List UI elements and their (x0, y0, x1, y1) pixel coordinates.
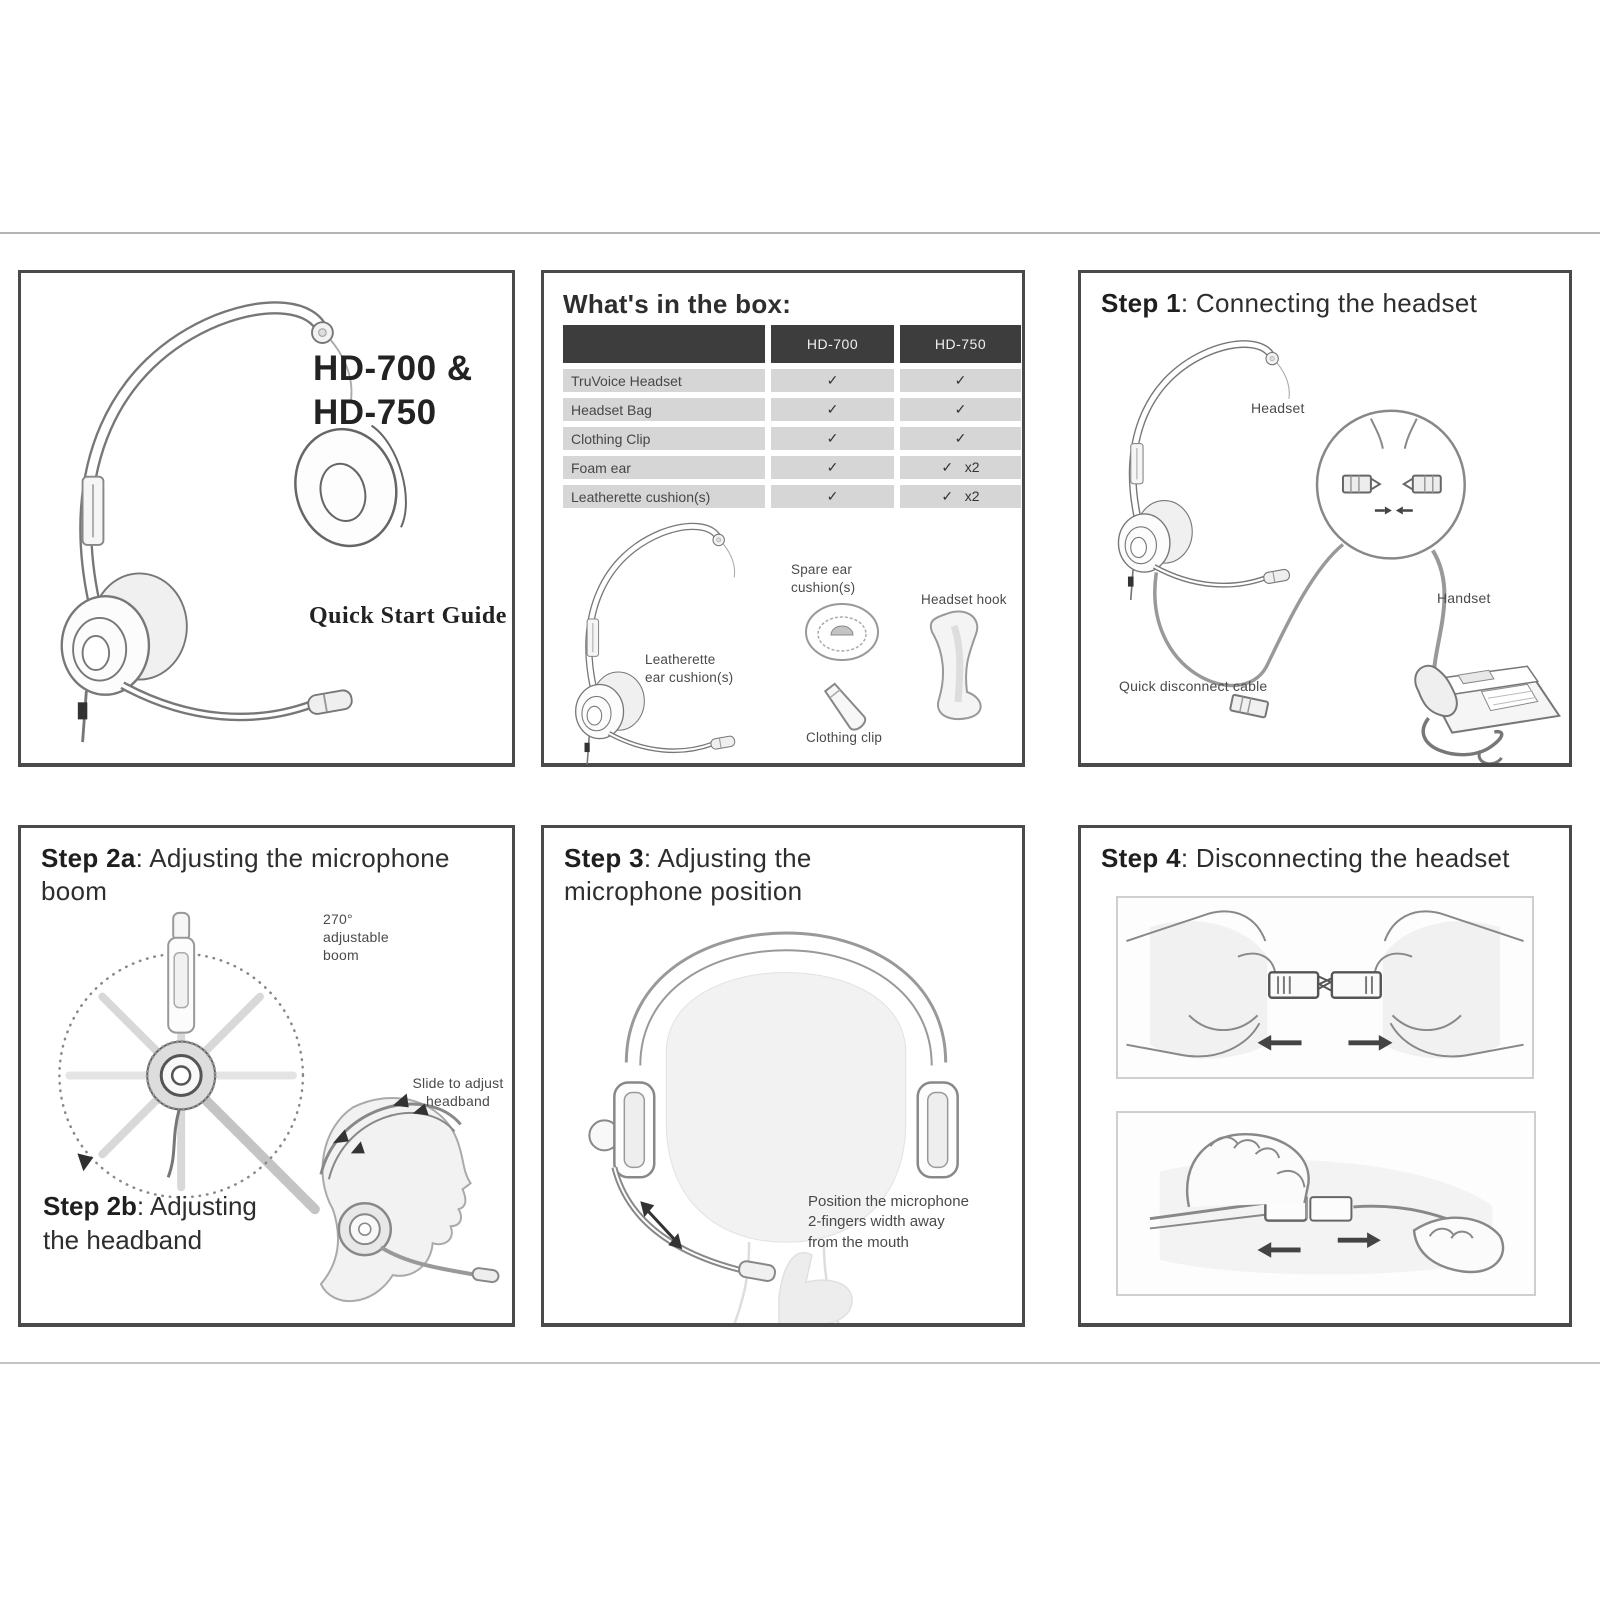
adjust-arrows (640, 1201, 683, 1250)
step2a-title: Step 2a: Adjusting the microphone boom (41, 843, 450, 906)
headband-inner-arc (639, 949, 933, 1066)
left-hand-shade (1149, 921, 1268, 1059)
rotation-arrowhead (77, 1153, 94, 1172)
table-header-hd700: HD-700 (771, 325, 894, 363)
qd-connector-illustration (1229, 693, 1270, 719)
table-cell-check: ✓ (900, 398, 1021, 421)
head-shape (665, 971, 907, 1243)
bottom-rule (0, 1362, 1600, 1364)
box-title: What's in the box: (563, 289, 792, 319)
model-line2: HD-750 (313, 393, 437, 432)
disconnect-illustration-frame-2 (1116, 1111, 1536, 1296)
table-cell-check: ✓ (900, 427, 1021, 450)
cable-left-line2 (1149, 1213, 1266, 1230)
panel-step1: Step 1: Connecting the headset (1078, 270, 1572, 767)
top-rule (0, 232, 1600, 234)
step1-label: Step 1 (1101, 288, 1181, 318)
left-ear-cup (588, 1081, 656, 1179)
rotation-dashed-circle (58, 952, 305, 1199)
table-cell-check: ✓ (771, 369, 894, 392)
right-hand-outline (1373, 910, 1524, 1058)
step3-title: Step 3: Adjusting the microphone positio… (564, 843, 812, 906)
table-row-label: Clothing Clip (563, 427, 765, 450)
whats-in-box-table: HD-700 HD-750 TruVoice Headset ✓ ✓ Heads… (563, 325, 1021, 508)
handset-label: Handset (1437, 590, 1491, 606)
mic-boom-front (611, 1166, 777, 1282)
headset-cable-line (1153, 543, 1345, 688)
head-profile-illustration (319, 1093, 500, 1303)
boom-pivot (145, 1040, 217, 1111)
step4-label: Step 4 (1101, 843, 1181, 873)
cable-disconnect-illustration (1149, 1133, 1505, 1275)
pull-apart-illustration (1126, 910, 1524, 1059)
mic-boom-vertical (167, 911, 196, 1034)
step2a-label: Step 2a (41, 843, 136, 873)
table-row-label: TruVoice Headset (563, 369, 765, 392)
disconnect-illustration-frame-1 (1116, 896, 1534, 1079)
table-cell-check: ✓ (771, 485, 894, 508)
neck-left-line (733, 1242, 751, 1323)
left-hand-outline (1126, 910, 1277, 1058)
panel-step3: Step 3: Adjusting the microphone positio… (541, 825, 1025, 1327)
headset-label: Headset (1251, 400, 1305, 416)
step3-label: Step 3 (564, 843, 644, 873)
table-row-label: Leatherette cushion(s) (563, 485, 765, 508)
hand-illustration (778, 1251, 853, 1323)
box-contents-illustration (544, 512, 982, 770)
bottom-hand-outline (1412, 1216, 1505, 1274)
spare-cushion-illustration (805, 603, 879, 661)
model-line1: HD-700 & (313, 349, 473, 388)
model-title: HD-700 & HD-750 (313, 347, 473, 435)
table-row-label: Foam ear (563, 456, 765, 479)
ear-cushion-illustration (281, 415, 418, 559)
pull-arrows (1257, 1034, 1393, 1051)
boom-rotation-illustration (58, 911, 500, 1303)
right-ear-cup (916, 1081, 959, 1179)
panel-step4: Step 4: Disconnecting the headset (1078, 825, 1572, 1327)
slide-note-label: Slide to adjust headband (412, 1075, 504, 1110)
guide-subtitle: Quick Start Guide (309, 603, 507, 629)
telephone-illustration (1414, 664, 1561, 763)
head-front-illustration (588, 931, 959, 1323)
step2b-title: Step 2b: Adjusting the headband (43, 1191, 257, 1255)
mic-position-note: Position the microphone 2-fingers width … (808, 1193, 969, 1251)
right-connector (1316, 971, 1382, 999)
table-cell-check: ✓ (900, 369, 1021, 392)
step2b-label: Step 2b (43, 1191, 137, 1221)
headset-hook-illustration (929, 610, 982, 720)
right-hand-shade (1382, 921, 1501, 1059)
table-cell-check: ✓ (771, 427, 894, 450)
spare-cushion-label: Spare ear cushion(s) (791, 562, 856, 595)
table-header-blank (563, 325, 765, 363)
boom-note-label: 270° adjustable boom (323, 911, 389, 964)
table-cell-check: ✓ (771, 398, 894, 421)
quick-disconnect-label: Quick disconnect cable (1119, 678, 1268, 694)
connector-inset-circle (1315, 409, 1466, 560)
headset-hook-label: Headset hook (921, 592, 1007, 607)
table-header-hd750: HD-750 (900, 325, 1021, 363)
panel-cover: HD-700 & HD-750 Quick Start Guide (18, 270, 515, 767)
table-cell-check: ✓ (771, 456, 894, 479)
step4-title: Step 4: Disconnecting the headset (1101, 843, 1510, 873)
clothing-clip-illustration (823, 682, 867, 731)
connect-diagram-illustration (1081, 273, 1561, 763)
panel-step2: Step 2a: Adjusting the microphone boom (18, 825, 515, 1327)
box-headset-illustration (576, 526, 736, 764)
table-cell-check: ✓ x2 (900, 485, 1021, 508)
pull-arrows-2 (1257, 1232, 1381, 1258)
clothing-clip-label: Clothing clip (806, 730, 883, 745)
cable-left-line (1149, 1201, 1266, 1221)
leatherette-label: Leatherette ear cushion(s) (645, 652, 734, 685)
table-cell-check: ✓ x2 (900, 456, 1021, 479)
step1-title: Step 1: Connecting the headset (1101, 288, 1478, 318)
headband-outer-arc (624, 931, 948, 1063)
panel-whats-in-box: What's in the box: HD-700 HD-750 TruVoic… (541, 270, 1025, 767)
top-hand-outline (1186, 1133, 1310, 1208)
pivot-cord-line (166, 1109, 181, 1178)
table-row-label: Headset Bag (563, 398, 765, 421)
